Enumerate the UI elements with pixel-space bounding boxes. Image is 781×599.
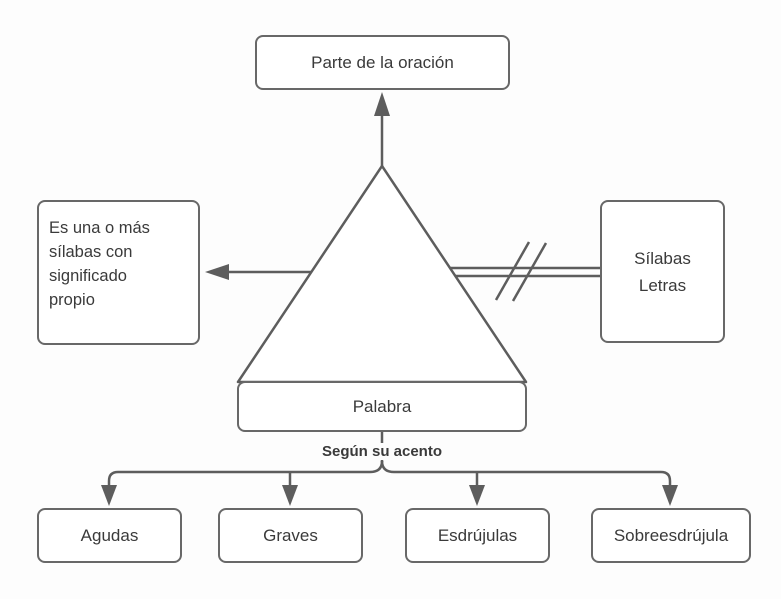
node-parte-de-la-oracion: Parte de la oración	[255, 35, 510, 90]
hatch-mark-1	[494, 241, 531, 301]
node-palabra: Palabra	[237, 381, 527, 432]
arrow-left-head	[205, 264, 229, 280]
arrow-down-head-graves	[282, 485, 298, 506]
node-label: Esdrújulas	[437, 525, 518, 545]
branch-label: Según su acento	[313, 443, 451, 460]
node-label: Graves	[263, 525, 318, 545]
node-label: Palabra	[352, 396, 412, 416]
branch-run-right	[380, 460, 672, 488]
triangle-shape	[236, 164, 528, 384]
node-sobreesdrujula: Sobreesdrújula	[591, 508, 751, 563]
node-label: Parte de la oración	[311, 52, 454, 72]
node-agudas: Agudas	[37, 508, 182, 563]
node-definition: Es una o más sílabas con significado pro…	[37, 200, 200, 345]
node-graves: Graves	[218, 508, 363, 563]
arrow-down-head-esdrujulas	[469, 485, 485, 506]
arrow-down-head-agudas	[101, 485, 117, 506]
node-label: Es una o más sílabas con significado pro…	[49, 219, 150, 309]
branch-run-left	[107, 460, 384, 488]
arrow-down-head-sobreesdrujula	[662, 485, 678, 506]
arrow-up-head	[374, 92, 390, 116]
hatch-mark-2	[511, 242, 548, 302]
node-silabas-letras: Sílabas Letras	[600, 200, 725, 343]
node-label: Sílabas Letras	[634, 248, 691, 295]
node-esdrujulas: Esdrújulas	[405, 508, 550, 563]
node-label: Sobreesdrújula	[613, 525, 729, 545]
node-label: Agudas	[80, 525, 139, 545]
